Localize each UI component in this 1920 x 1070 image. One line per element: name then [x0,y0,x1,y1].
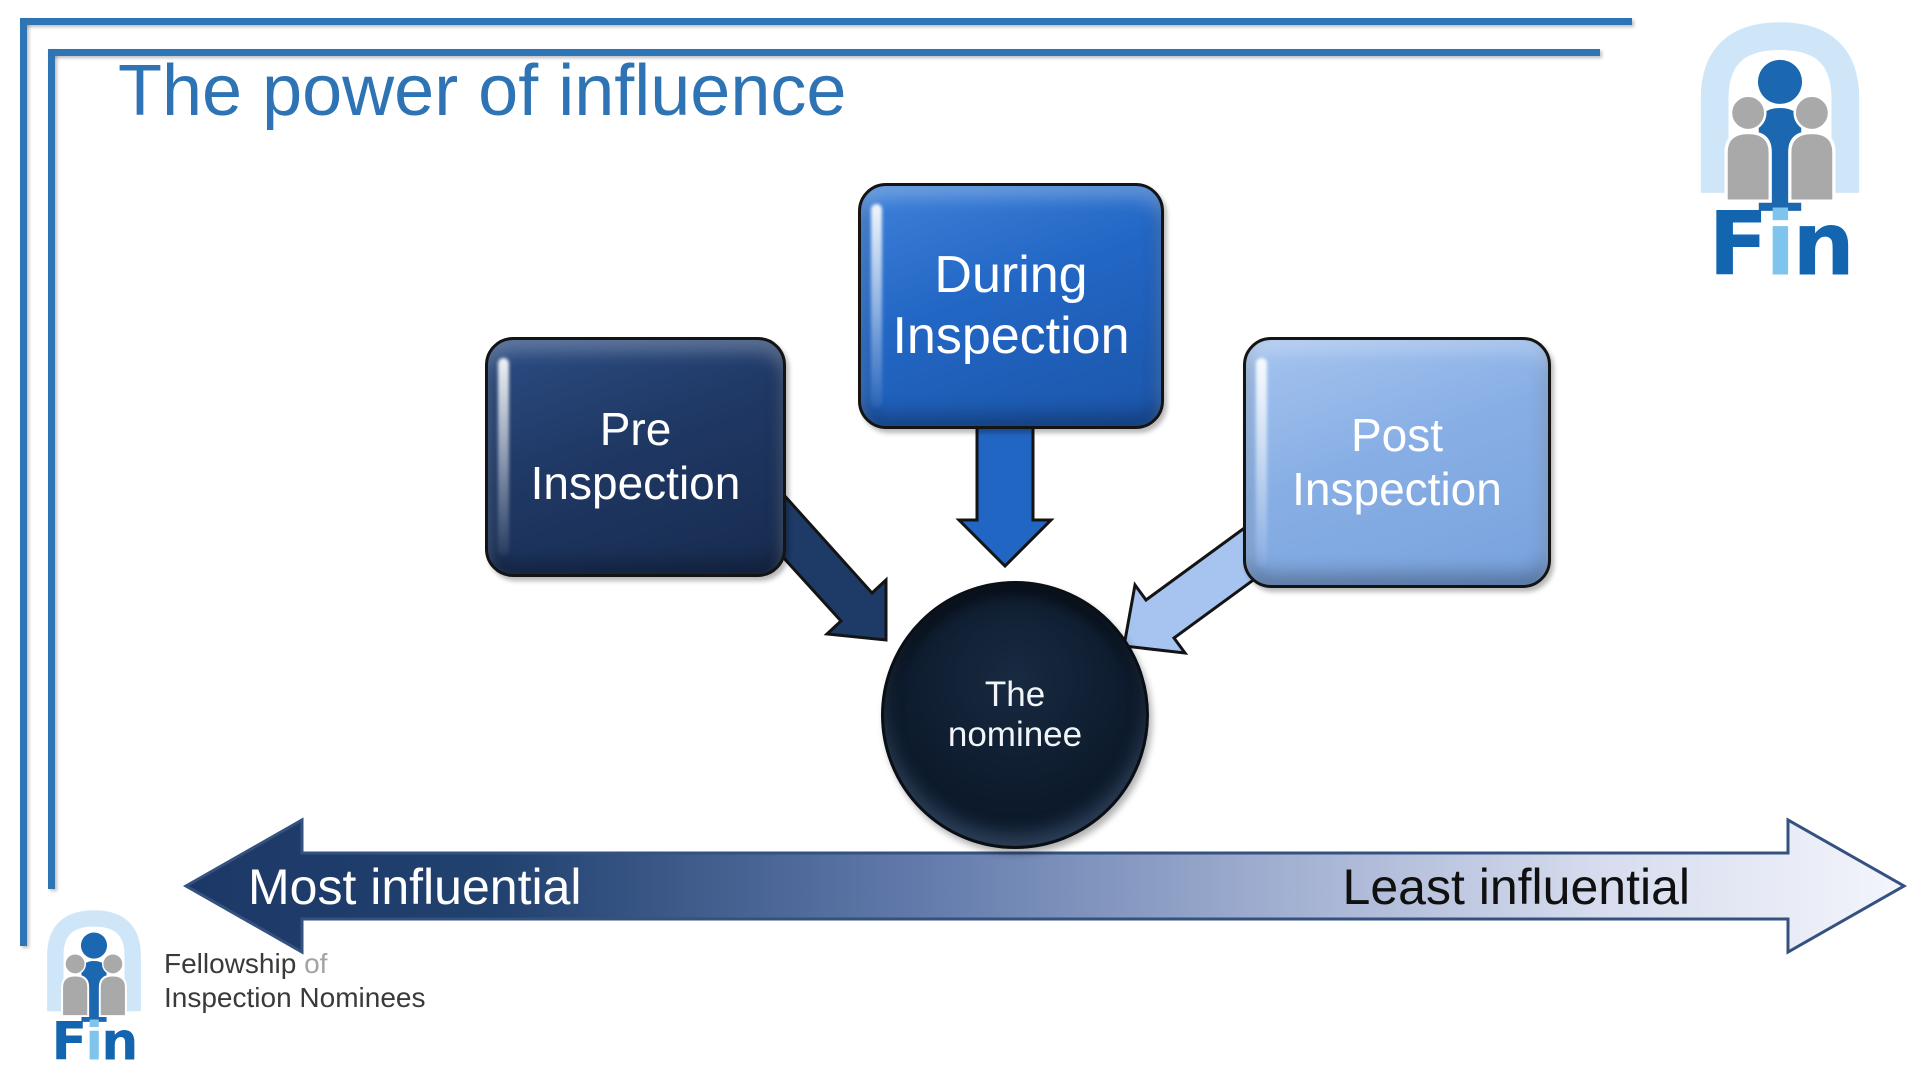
box-pre-inspection-label: Pre Inspection [530,403,741,509]
axis-label-most-influential: Most influential [248,859,582,915]
logo-acronym: Fin [1708,193,1851,285]
nominee-circle-label: The nominee [947,674,1083,754]
logo-person-left-head [1729,94,1767,132]
logo-arch-shape [1700,22,1860,193]
nominee-circle: The nominee [881,581,1149,849]
logo-arch-shape [47,910,141,1012]
fin-logo: Fin [1682,10,1878,284]
fin-logo-small-graphic: Fin [47,910,141,1066]
org-name-line2: Inspection Nominees [164,982,426,1013]
org-name-of: of [304,948,328,979]
box-post-inspection: Post Inspection [1243,337,1551,588]
influence-gradient-arrow [182,817,1908,955]
logo-person-left [61,974,90,1018]
box-during-inspection-label: During Inspection [892,246,1130,365]
box-pre-inspection: Pre Inspection [485,337,786,577]
logo-person-right [1788,130,1836,203]
box-post-inspection-label: Post Inspection [1292,408,1502,515]
fin-logo-small: Fin [36,903,152,1065]
logo-person-right-head [101,953,124,975]
org-name-fellowship: Fellowship [164,948,297,979]
fin-logo-graphic: Fin [1700,22,1860,285]
slide-title: The power of influence [118,51,847,131]
logo-person-right [98,974,127,1018]
box-during-inspection: During Inspection [858,183,1164,429]
org-name-text: Fellowship of Inspection Nominees [164,947,425,1015]
logo-acronym: Fin [52,1013,137,1066]
frame-inner-left-line [48,49,55,889]
logo-person-right-head [1793,94,1831,132]
axis-label-least-influential: Least influential [1342,859,1690,915]
frame-inner-top-line [48,49,1600,56]
logo-person-center-head [1757,59,1803,104]
arrow-during-to-nominee [955,419,1055,569]
logo-person-center-head [80,932,108,959]
frame-outer-top-line [20,18,1632,25]
logo-person-left-head [64,953,87,975]
logo-person-left [1724,130,1772,203]
org-name-line1: Fellowship of [164,947,425,981]
frame-outer-left-line [20,18,27,946]
